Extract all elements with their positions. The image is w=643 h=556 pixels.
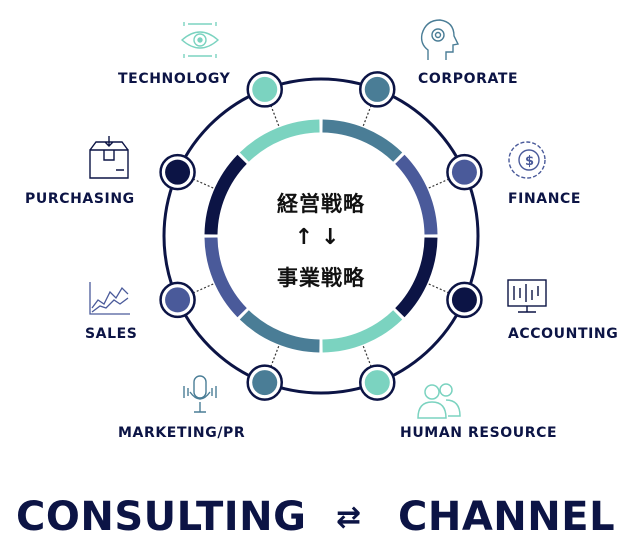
node-dot bbox=[364, 370, 390, 396]
ring-segment bbox=[322, 119, 403, 162]
dollar-chart-icon: $ bbox=[508, 141, 546, 179]
microphone-icon bbox=[183, 375, 217, 413]
eye-circuit-icon bbox=[180, 22, 220, 58]
label-purchasing: PURCHASING bbox=[25, 191, 135, 207]
node-dot bbox=[451, 159, 477, 185]
footer-channel: CHANNEL bbox=[398, 494, 616, 540]
center-arrows: ↑↓ bbox=[294, 225, 348, 250]
label-finance: FINANCE bbox=[508, 191, 582, 207]
ring-segment bbox=[322, 310, 403, 353]
ring-segment bbox=[395, 237, 438, 318]
node-dot bbox=[364, 76, 390, 102]
connector-dotted-line bbox=[192, 178, 214, 189]
connector-dotted-line bbox=[362, 105, 372, 127]
footer-consulting: CONSULTING bbox=[16, 494, 307, 540]
connector-dotted-line bbox=[192, 283, 214, 294]
connector-dotted-line bbox=[428, 283, 450, 294]
label-accounting: ACCOUNTING bbox=[508, 326, 619, 342]
label-technology: TECHNOLOGY bbox=[118, 71, 231, 87]
label-corporate: CORPORATE bbox=[418, 71, 519, 87]
node-dot bbox=[165, 287, 191, 313]
connector-dotted-line bbox=[270, 345, 280, 367]
ring-segment bbox=[204, 237, 247, 318]
line-chart-icon bbox=[89, 282, 130, 315]
ring-segment bbox=[239, 310, 320, 353]
box-icon bbox=[89, 136, 129, 179]
connector-dotted-line bbox=[428, 178, 450, 189]
node-dot bbox=[165, 159, 191, 185]
outer-ring bbox=[162, 77, 480, 395]
label-sales: SALES bbox=[85, 326, 138, 342]
node-dot bbox=[252, 370, 278, 396]
ring-segment bbox=[204, 154, 247, 235]
label-human-resource: HUMAN RESOURCE bbox=[400, 425, 558, 441]
connector-dotted-line bbox=[362, 345, 372, 367]
svg-text:$: $ bbox=[525, 154, 534, 169]
node-dot bbox=[451, 287, 477, 313]
monitor-chart-icon bbox=[507, 279, 547, 313]
center-business-strategy: 事業戦略 bbox=[277, 266, 365, 290]
ring-segment bbox=[239, 119, 320, 162]
footer-exchange-arrows: ⇄ bbox=[336, 500, 362, 535]
ring-segment bbox=[395, 154, 438, 235]
node-dot bbox=[252, 76, 278, 102]
center-management-strategy: 経営戦略 bbox=[277, 192, 365, 216]
head-gear-icon bbox=[420, 19, 460, 60]
people-icon bbox=[417, 383, 461, 419]
connector-dotted-line bbox=[270, 105, 280, 127]
label-marketing-pr: MARKETING/PR bbox=[118, 425, 246, 441]
